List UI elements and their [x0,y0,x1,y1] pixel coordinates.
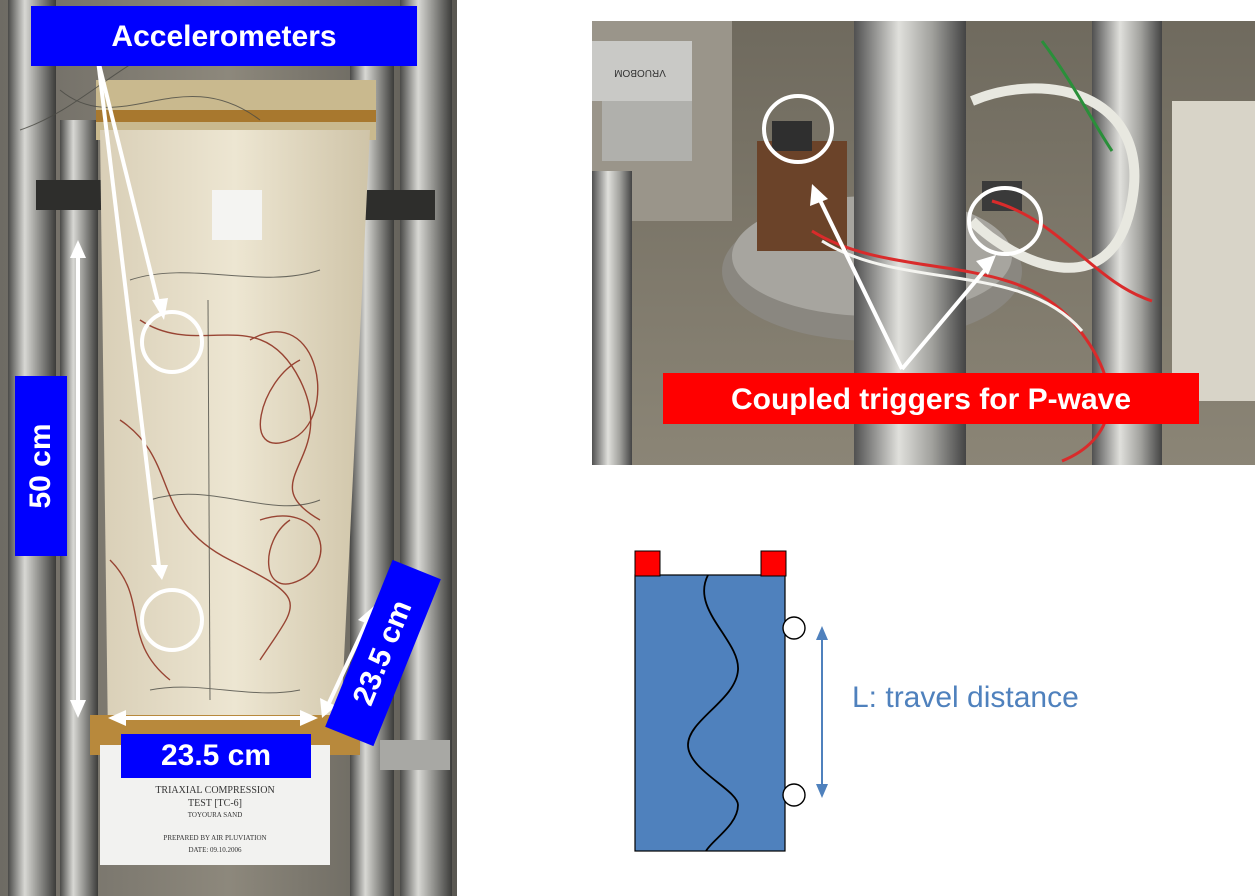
height-label-text: 50 cm [24,423,57,509]
height-label: 50 cm [15,376,67,556]
accelerometer-circle [140,310,204,374]
source-square [760,550,787,577]
specimen-photo-art: TRIAXIAL COMPRESSION TEST [TC-6] TOYOURA… [0,0,457,896]
accelerometers-label-text: Accelerometers [111,20,337,53]
triggers-label: Coupled triggers for P-wave [663,373,1199,424]
width-label: 23.5 cm [121,734,311,778]
trigger-circle [762,94,834,164]
wave-path [687,574,739,852]
sign-line: TEST [TC-6] [188,798,242,809]
device-box [592,41,692,101]
accelerometers-label: Accelerometers [31,6,417,66]
sign-line: DATE: 09.10.2006 [188,846,242,854]
trigger-circle [967,186,1043,256]
specimen-diagram [600,530,1200,870]
sign-line: PREPARED BY AIR PLUVIATION [163,834,266,842]
receiver-circle [782,783,806,807]
specimen-photo: TRIAXIAL COMPRESSION TEST [TC-6] TOYOURA… [0,0,457,896]
travel-distance-label: L: travel distance [852,681,1079,714]
specimen-body [634,574,786,852]
triggers-label-text: Coupled triggers for P-wave [730,383,1132,416]
source-square [634,550,661,577]
accelerometer-circle [140,588,204,652]
width-label-text: 23.5 cm [160,739,272,772]
specimen-membrane [100,130,370,740]
receiver-circle [782,616,806,640]
wires [109,319,322,681]
sign-line: TOYOURA SAND [188,811,243,819]
specimen-diagram-art [634,550,828,852]
sign-line: TRIAXIAL COMPRESSION [155,785,274,796]
copper-cap [757,141,847,251]
device-label: VRUOBOM [614,67,666,78]
